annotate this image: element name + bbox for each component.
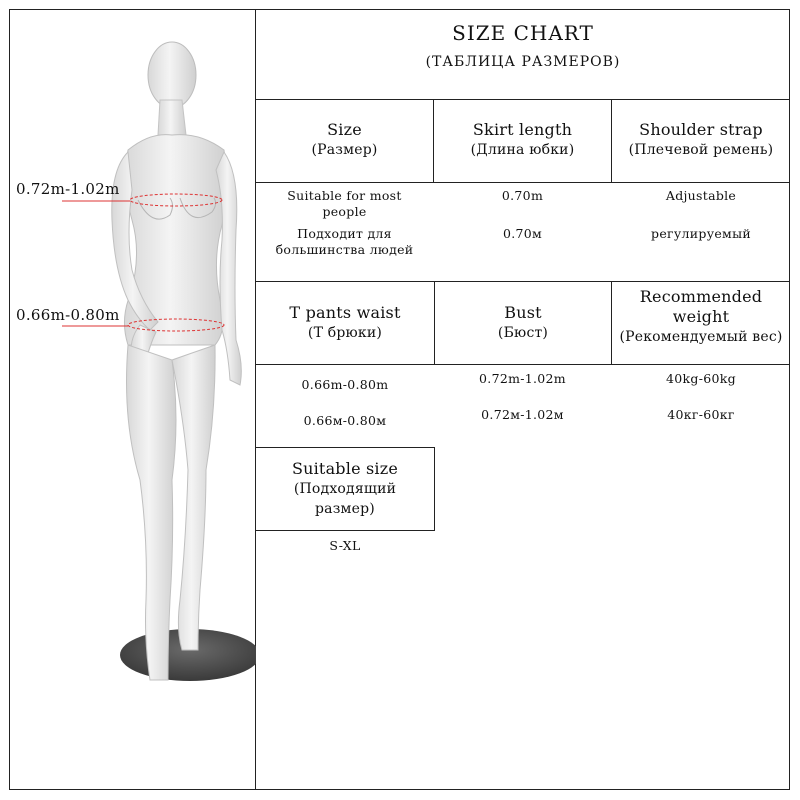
chart-subtitle: (ТАБЛИЦА РАЗМЕРОВ) — [425, 54, 621, 70]
header-suitable-size: Suitable size (Подходящий размер) — [291, 459, 399, 517]
value-shoulder-strap-en: Adjustable — [665, 188, 737, 203]
grid-line — [434, 447, 435, 531]
value-weight-en: 40kg-60kg — [666, 371, 736, 386]
waist-measure-ring — [127, 318, 225, 332]
grid-line — [611, 281, 612, 365]
header-bust: Bust (Бюст) — [497, 303, 549, 341]
mannequin-left-leg — [126, 344, 177, 681]
mannequin-illustration — [62, 41, 256, 681]
grid-line — [433, 99, 434, 183]
value-bust-en: 0.72m-1.02m — [479, 371, 566, 386]
header-t-pants-waist: T pants waist (Т брюки) — [289, 303, 401, 341]
value-suitable-size: S-XL — [329, 538, 361, 553]
value-weight-ru: 40кг-60кг — [667, 407, 735, 422]
value-shoulder-strap-ru: регулируемый — [651, 226, 751, 241]
header-skirt-length: Skirt length (Длина юбки) — [470, 120, 575, 158]
mannequin-right-arm — [215, 150, 242, 386]
header-recommended-weight: Recommended weight (Рекомендуемый вес) — [619, 287, 783, 345]
left-panel-divider — [255, 9, 256, 790]
grid-line — [256, 281, 790, 282]
value-waist-en: 0.66m-0.80m — [301, 377, 389, 392]
mannequin-right-leg — [171, 344, 216, 651]
mannequin-left-arm — [111, 150, 159, 331]
chart-title: SIZE CHART — [452, 21, 594, 45]
waist-measure-label: 0.66m-0.80m — [16, 306, 120, 324]
value-size-en: Suitable for most people — [287, 188, 402, 219]
value-bust-ru: 0.72м-1.02м — [481, 407, 564, 422]
grid-line — [256, 99, 790, 100]
bust-measure-ring — [129, 193, 223, 207]
header-size: Size (Размер) — [311, 120, 378, 158]
header-shoulder-strap: Shoulder strap (Плечевой ремень) — [628, 120, 774, 158]
value-skirt-length-en: 0.70m — [501, 188, 544, 203]
grid-line — [611, 99, 612, 183]
value-waist-ru: 0.66м-0.80м — [303, 413, 387, 428]
bust-measure-label: 0.72m-1.02m — [16, 180, 120, 198]
outer-frame — [9, 9, 790, 790]
grid-line — [256, 364, 790, 365]
grid-line — [256, 447, 435, 448]
value-skirt-length-ru: 0.70м — [502, 226, 543, 241]
mannequin-head — [147, 41, 197, 109]
grid-line — [434, 281, 435, 365]
grid-line — [256, 530, 435, 531]
value-size-ru: Подходит для большинства людей — [275, 226, 414, 257]
mannequin-neck — [157, 99, 187, 136]
grid-line — [256, 182, 790, 183]
